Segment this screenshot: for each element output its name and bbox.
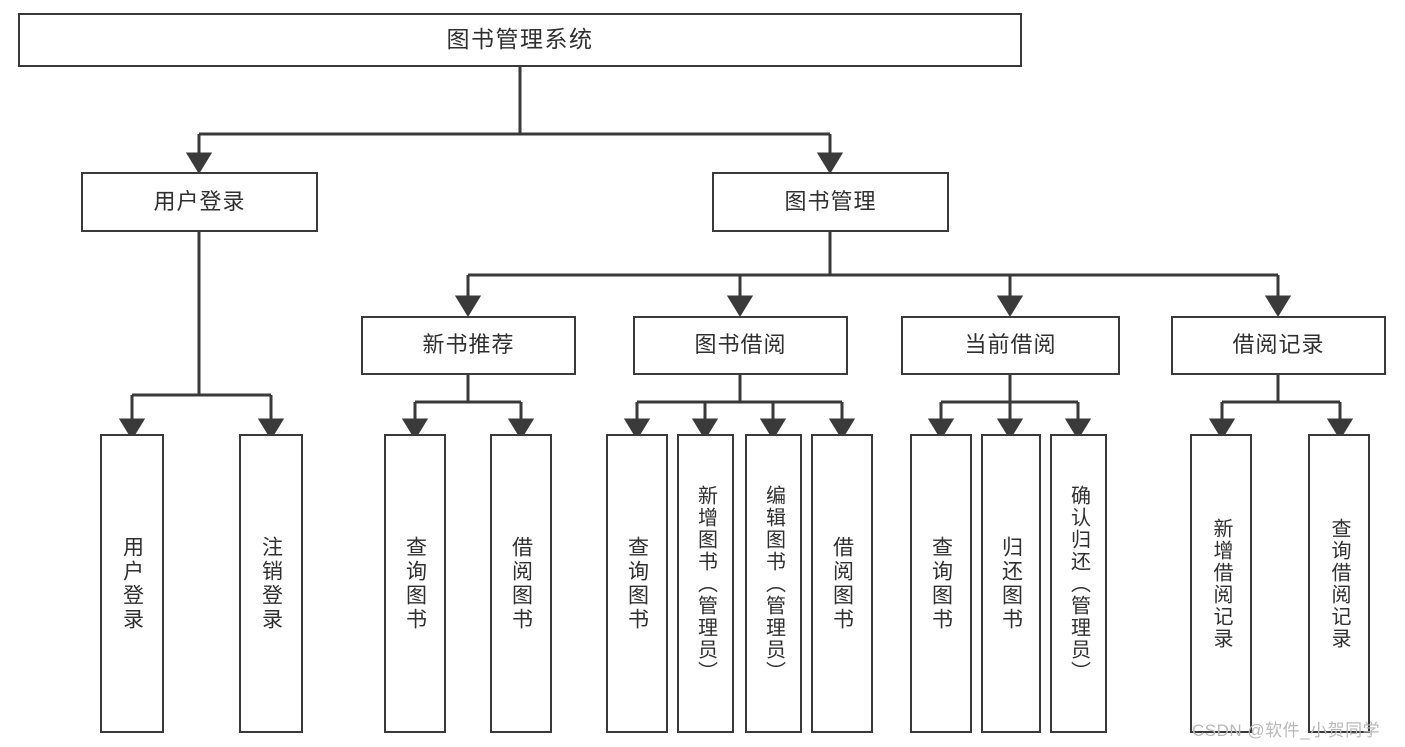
leaf-return-book[interactable]: 归还图书 bbox=[981, 434, 1041, 733]
node-label: 确认归还（管理员） bbox=[1067, 484, 1090, 683]
node-label: 当前借阅 bbox=[964, 332, 1057, 358]
leaf-add-book-admin[interactable]: 新增图书（管理员） bbox=[677, 434, 734, 733]
node-label: 查询图书 bbox=[625, 535, 649, 632]
csdn-watermark: CSDN @软件_小贺同学 bbox=[1192, 721, 1381, 740]
node-book-management[interactable]: 图书管理 bbox=[712, 172, 949, 232]
node-label: 借阅图书 bbox=[830, 535, 854, 632]
node-label: 查询图书 bbox=[929, 535, 953, 632]
node-label: 图书管理系统 bbox=[446, 26, 594, 53]
node-label: 借阅记录 bbox=[1232, 332, 1325, 358]
leaf-add-borrow-record[interactable]: 新增借阅记录 bbox=[1190, 434, 1252, 733]
leaf-query-book-borrow[interactable]: 查询图书 bbox=[606, 434, 668, 733]
node-book-borrow[interactable]: 图书借阅 bbox=[633, 316, 848, 375]
node-label: 注销登录 bbox=[259, 535, 283, 632]
node-label: 查询借阅记录 bbox=[1328, 517, 1350, 650]
node-borrow-record[interactable]: 借阅记录 bbox=[1171, 316, 1386, 375]
leaf-query-book-recommend[interactable]: 查询图书 bbox=[384, 434, 446, 733]
node-label: 归还图书 bbox=[999, 535, 1023, 632]
node-label: 新增图书（管理员） bbox=[694, 484, 717, 683]
node-root-system[interactable]: 图书管理系统 bbox=[18, 13, 1022, 67]
node-current-borrow[interactable]: 当前借阅 bbox=[901, 316, 1120, 375]
node-label: 用户登录 bbox=[153, 188, 246, 214]
node-label: 编辑图书（管理员） bbox=[762, 484, 785, 683]
leaf-confirm-return-admin[interactable]: 确认归还（管理员） bbox=[1050, 434, 1107, 733]
node-new-book-recommend[interactable]: 新书推荐 bbox=[361, 316, 576, 375]
leaf-borrow-book-recommend[interactable]: 借阅图书 bbox=[490, 434, 552, 733]
leaf-user-login[interactable]: 用户登录 bbox=[100, 434, 164, 733]
leaf-edit-book-admin[interactable]: 编辑图书（管理员） bbox=[745, 434, 802, 733]
leaf-borrow-book[interactable]: 借阅图书 bbox=[811, 434, 873, 733]
node-user-login[interactable]: 用户登录 bbox=[81, 172, 318, 232]
node-label: 图书管理 bbox=[784, 188, 877, 214]
node-label: 借阅图书 bbox=[509, 535, 533, 632]
node-label: 新增借阅记录 bbox=[1210, 517, 1232, 650]
node-label: 图书借阅 bbox=[694, 332, 787, 358]
node-label: 查询图书 bbox=[403, 535, 427, 632]
leaf-query-borrow-record[interactable]: 查询借阅记录 bbox=[1308, 434, 1370, 733]
node-label: 新书推荐 bbox=[422, 332, 515, 358]
leaf-query-book-current[interactable]: 查询图书 bbox=[910, 434, 972, 733]
node-label: 用户登录 bbox=[120, 535, 144, 632]
leaf-logout[interactable]: 注销登录 bbox=[239, 434, 303, 733]
